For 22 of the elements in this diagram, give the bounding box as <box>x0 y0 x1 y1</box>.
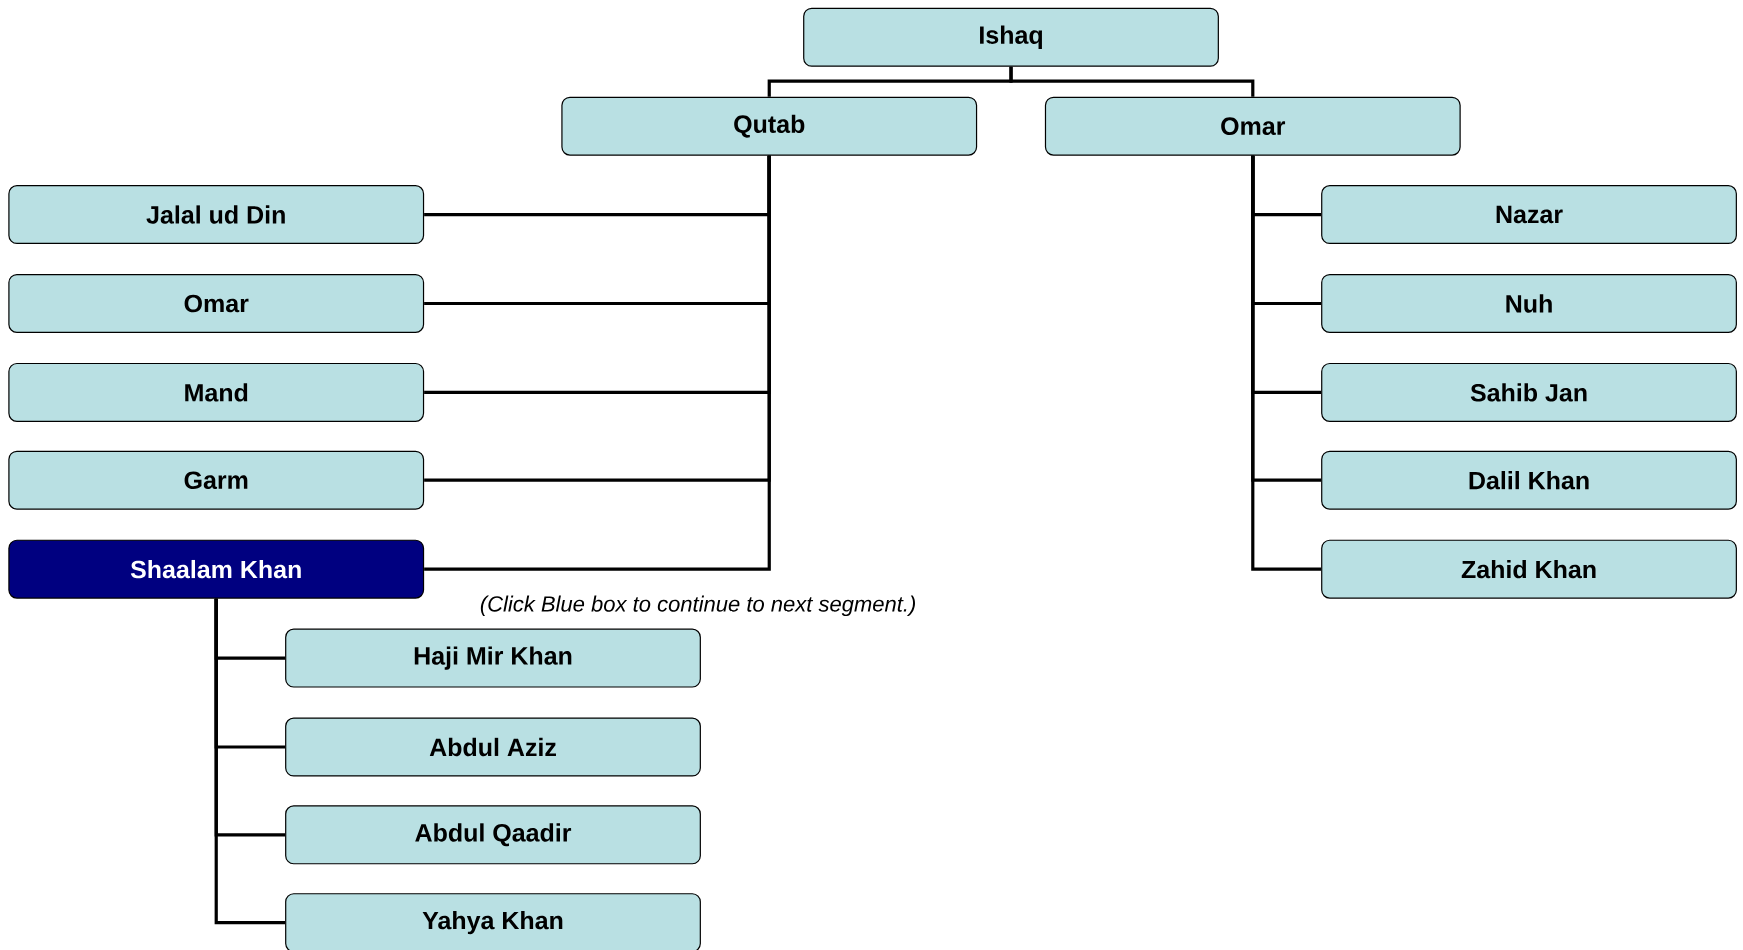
connector-line <box>424 155 771 571</box>
name-box: Yahya Khan <box>285 893 701 950</box>
name-box: Nazar <box>1321 185 1737 245</box>
connector-line <box>214 598 286 925</box>
highlighted-box: Shaalam Khan <box>8 539 425 599</box>
name-box: Abdul Aziz <box>285 717 701 777</box>
note-text: (Click Blue box to continue to next segment.) <box>480 595 915 617</box>
name-box: Sahib Jan <box>1321 362 1737 422</box>
name-box: Omar <box>1044 96 1461 156</box>
name-box: Mand <box>8 362 425 422</box>
name-box: Ishaq <box>803 7 1219 67</box>
name-box: Abdul Qaadir <box>285 805 701 865</box>
name-box: Garm <box>8 450 425 510</box>
connector-line <box>1251 155 1322 571</box>
name-box: Qutab <box>561 96 978 156</box>
name-box: Dalil Khan <box>1321 450 1737 510</box>
connector-line <box>1009 66 1255 97</box>
name-box: Haji Mir Khan <box>285 628 701 688</box>
name-box: Jalal ud Din <box>8 185 425 245</box>
name-box: Zahid Khan <box>1321 539 1737 599</box>
name-box: Omar <box>8 273 425 333</box>
name-box: Nuh <box>1321 273 1737 333</box>
